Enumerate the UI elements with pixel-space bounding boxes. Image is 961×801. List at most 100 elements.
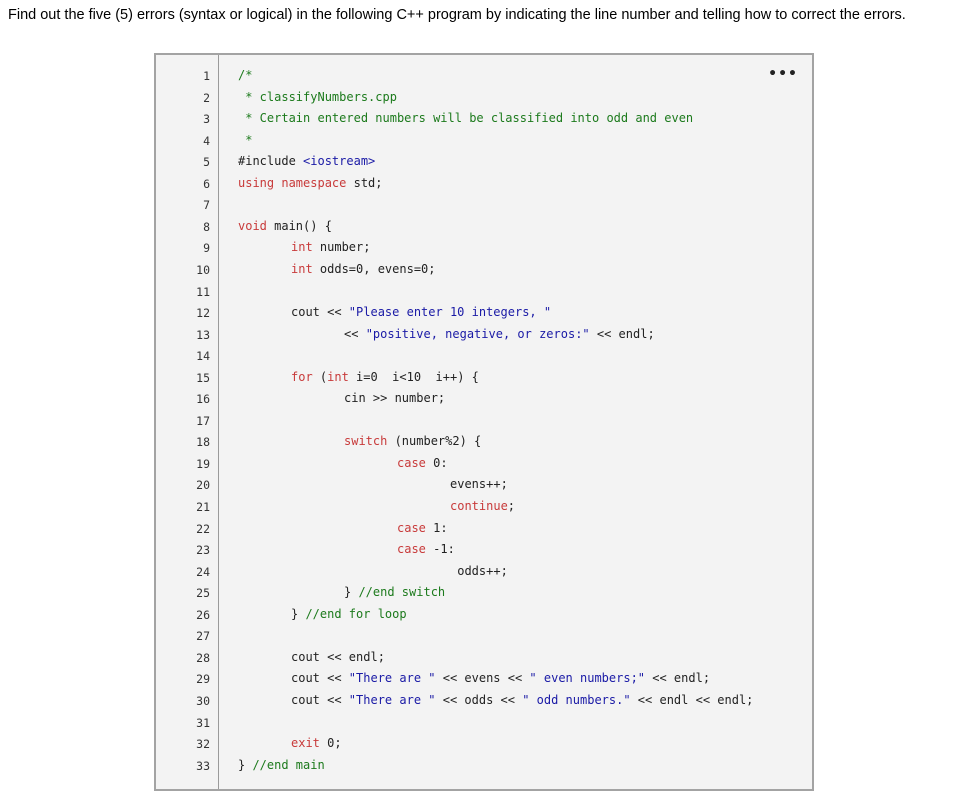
code-token-plain: cout <<	[291, 692, 349, 707]
code-token-keyword: case	[397, 455, 426, 470]
line-number: 24	[196, 564, 210, 579]
code-token-plain: (number%2) {	[387, 434, 482, 449]
line-number: 32	[196, 737, 210, 752]
code-token-include: <iostream>	[303, 154, 376, 169]
code-token-string: " odd numbers."	[522, 692, 631, 707]
line-number: 19	[196, 456, 210, 471]
code-line: for (int i=0 i<10 i++) {	[291, 370, 479, 384]
line-number: 30	[196, 693, 210, 708]
code-token-comment: //end switch	[358, 585, 446, 600]
line-number: 2	[203, 90, 210, 105]
code-line: cout << "There are " << evens << " even …	[291, 671, 710, 685]
code-line: void main() {	[238, 219, 332, 233]
line-number: 28	[196, 650, 210, 665]
code-token-plain: odds=0, evens=0;	[312, 261, 436, 276]
code-token-plain: (	[312, 369, 328, 384]
line-number: 26	[196, 607, 210, 622]
code-token-plain: << odds <<	[435, 692, 523, 707]
code-token-plain: <<	[344, 326, 366, 341]
code-token-plain: }	[344, 585, 359, 600]
code-token-plain: #include	[238, 154, 304, 169]
line-number: 15	[196, 370, 210, 385]
line-number: 22	[196, 521, 210, 536]
code-line: cin >> number;	[344, 391, 445, 405]
code-line: switch (number%2) {	[344, 434, 481, 448]
line-number: 3	[203, 112, 210, 127]
code-line: case -1:	[397, 542, 455, 556]
code-token-plain: ;	[507, 499, 516, 513]
code-token-keyword: void	[238, 218, 267, 233]
code-token-string: "Please enter 10 integers, "	[348, 305, 552, 320]
code-token-comment: * classifyNumbers.cpp	[238, 89, 397, 104]
code-token-plain: << endl;	[645, 671, 711, 686]
line-number: 33	[196, 758, 210, 773]
code-token-keyword: for	[291, 369, 313, 384]
code-token-string: " even numbers;"	[529, 671, 646, 686]
line-number: 8	[203, 219, 210, 234]
code-token-comment: //end for loop	[305, 606, 407, 621]
code-token-plain: }	[291, 606, 306, 621]
code-token-plain: odds++;	[450, 563, 508, 578]
code-token-plain: 1:	[425, 520, 448, 535]
line-number: 18	[196, 435, 210, 450]
code-token-keyword: switch	[344, 434, 388, 449]
code-token-keyword: exit	[291, 736, 320, 751]
code-token-plain: << endl;	[589, 326, 655, 341]
code-line: cout << endl;	[291, 650, 385, 664]
line-number: 23	[196, 543, 210, 558]
line-number: 13	[196, 327, 210, 342]
code-token-keyword: int	[291, 261, 313, 276]
code-token-plain: cin >> number;	[344, 391, 446, 406]
line-number: 10	[196, 262, 210, 277]
code-token-comment: /*	[238, 68, 253, 82]
line-number: 1	[203, 69, 210, 83]
line-number: 21	[196, 500, 210, 514]
line-number: 20	[196, 478, 210, 493]
code-token-plain: evens++;	[450, 477, 508, 492]
code-line: odds++;	[450, 564, 508, 578]
code-token-plain: cout <<	[291, 671, 349, 686]
code-token-plain: }	[238, 757, 253, 772]
code-token-plain: 0;	[319, 736, 342, 751]
line-number: 12	[196, 306, 210, 321]
line-number: 17	[196, 413, 210, 428]
code-line: } //end for loop	[291, 607, 407, 621]
line-number: 25	[196, 586, 210, 601]
line-number: 6	[203, 176, 210, 191]
code-line: } //end switch	[344, 585, 445, 599]
line-number: 29	[196, 672, 210, 687]
question-text: Find out the five (5) errors (syntax or …	[8, 7, 906, 23]
code-token-keyword: continue	[450, 499, 508, 513]
code-line: exit 0;	[291, 736, 342, 750]
code-token-string: "There are "	[348, 692, 436, 707]
code-line: #include <iostream>	[238, 154, 375, 168]
code-token-comment: * Certain entered numbers will be classi…	[238, 111, 694, 126]
code-line: case 1:	[397, 521, 448, 535]
line-number: 11	[196, 284, 210, 299]
more-options-icon[interactable]: •••	[768, 66, 798, 82]
line-number: 4	[203, 133, 210, 148]
code-line: int number;	[291, 240, 370, 254]
code-line: } //end main	[238, 758, 325, 772]
code-token-string: "positive, negative, or zeros:"	[365, 326, 590, 341]
code-line: * classifyNumbers.cpp	[238, 90, 397, 104]
line-number: 31	[196, 715, 210, 730]
line-number: 5	[203, 155, 210, 170]
code-token-plain: i=0 i<10 i++) {	[348, 369, 479, 384]
code-token-keyword: int	[327, 369, 349, 384]
code-line: * Certain entered numbers will be classi…	[238, 111, 693, 125]
code-token-plain: main() {	[266, 218, 332, 233]
code-token-keyword: case	[397, 520, 426, 535]
code-line: cout << "Please enter 10 integers, "	[291, 305, 551, 319]
code-token-comment: *	[238, 132, 253, 147]
code-line: cout << "There are " << odds << " odd nu…	[291, 693, 753, 707]
code-token-plain: << endl << endl;	[630, 692, 754, 707]
code-line: using namespace std;	[238, 176, 383, 190]
line-number: 16	[196, 392, 210, 407]
code-token-plain: 0:	[425, 455, 448, 470]
line-number: 7	[203, 198, 210, 213]
code-line: *	[238, 133, 252, 147]
code-token-plain: cout <<	[291, 305, 349, 320]
